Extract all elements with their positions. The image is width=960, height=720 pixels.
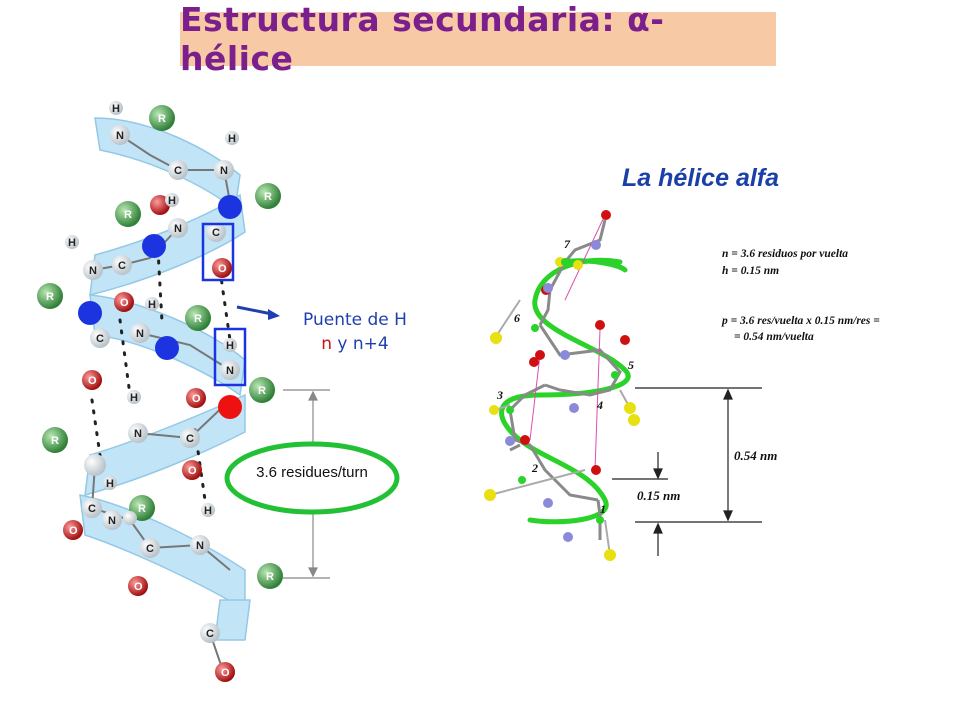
svg-text:C: C: [96, 333, 104, 345]
param-p2: = 0.54 nm/vuelta: [734, 331, 814, 343]
pitch-label: 0.54 nm: [734, 448, 778, 463]
svg-text:R: R: [124, 209, 132, 221]
residues-per-turn-label: 3.6 residues/turn: [256, 464, 368, 481]
page-title: Estructura secundaria: α-hélice: [180, 0, 776, 78]
svg-text:H: H: [226, 340, 234, 352]
svg-text:H: H: [168, 195, 176, 207]
svg-text:C: C: [146, 543, 154, 555]
svg-text:N: N: [89, 265, 97, 277]
svg-text:O: O: [192, 393, 201, 405]
residues-per-turn-ellipse: [224, 441, 400, 515]
svg-text:O: O: [218, 263, 227, 275]
title-suffix: -hélice: [180, 0, 665, 78]
svg-text:C: C: [118, 260, 126, 272]
svg-text:H: H: [106, 478, 114, 490]
residue-number-4: 4: [597, 398, 603, 412]
svg-text:N: N: [116, 130, 124, 142]
residue-number-2: 2: [532, 461, 538, 475]
hbond-arrow: [236, 305, 280, 320]
hbond-label-rest: y n+4: [332, 334, 389, 354]
svg-text:N: N: [226, 365, 234, 377]
svg-text:N: N: [134, 428, 142, 440]
svg-text:O: O: [88, 375, 97, 387]
svg-text:H: H: [68, 237, 76, 249]
helix-ribbon: [79, 117, 251, 641]
hbond-highlight: [78, 195, 247, 419]
rise-dimension: [612, 452, 668, 556]
svg-text:H: H: [112, 103, 120, 115]
hbond-label-n: n: [321, 334, 333, 354]
svg-text:O: O: [120, 297, 129, 309]
svg-text:C: C: [88, 503, 96, 515]
svg-text:H: H: [204, 505, 212, 517]
svg-text:N: N: [136, 328, 144, 340]
svg-text:N: N: [108, 515, 116, 527]
pitch-dimension: [635, 387, 762, 523]
svg-text:O: O: [188, 465, 197, 477]
svg-text:R: R: [46, 291, 54, 303]
hbond-label-line1: Puente de H: [303, 310, 407, 330]
residue-number-5: 5: [628, 358, 634, 372]
svg-text:R: R: [51, 435, 59, 447]
param-n: n = 3.6 residuos por vuelta: [722, 248, 849, 260]
title-alpha-symbol: α: [627, 0, 651, 39]
svg-text:R: R: [266, 571, 274, 583]
svg-text:R: R: [258, 385, 266, 397]
svg-text:C: C: [212, 227, 220, 239]
residue-number-7: 7: [564, 237, 570, 251]
title-banner: Estructura secundaria: α-hélice: [180, 0, 776, 78]
svg-text:R: R: [194, 313, 202, 325]
param-p1: p = 3.6 res/vuelta x 0.15 nm/res =: [722, 315, 880, 327]
svg-text:O: O: [69, 525, 78, 537]
hbond-label: Puente de H n y n+4: [270, 308, 440, 356]
svg-text:H: H: [148, 299, 156, 311]
svg-text:N: N: [220, 165, 228, 177]
svg-text:C: C: [186, 433, 194, 445]
residue-number-1: 1: [600, 502, 606, 516]
right-figure-title: La hélice alfa: [622, 164, 780, 192]
right-helix-diagram: [484, 210, 640, 561]
svg-text:N: N: [174, 223, 182, 235]
svg-text:H: H: [228, 133, 236, 145]
hbond-label-line2: n y n+4: [270, 332, 440, 356]
r-label: R: [158, 113, 166, 125]
svg-text:O: O: [134, 581, 143, 593]
residue-number-6: 6: [514, 311, 520, 325]
atoms: R R R R R R R R R O O O O O O O O N H C …: [37, 101, 283, 682]
rise-label: 0.15 nm: [637, 488, 681, 503]
residue-number-3: 3: [497, 388, 503, 402]
svg-text:R: R: [264, 191, 272, 203]
title-main: Estructura secundaria:: [180, 0, 628, 39]
svg-text:H: H: [130, 392, 138, 404]
param-h: h = 0.15 nm: [722, 265, 780, 277]
svg-text:O: O: [221, 667, 230, 679]
svg-text:N: N: [196, 540, 204, 552]
svg-text:C: C: [206, 628, 214, 640]
svg-text:R: R: [138, 503, 146, 515]
svg-text:C: C: [174, 165, 182, 177]
